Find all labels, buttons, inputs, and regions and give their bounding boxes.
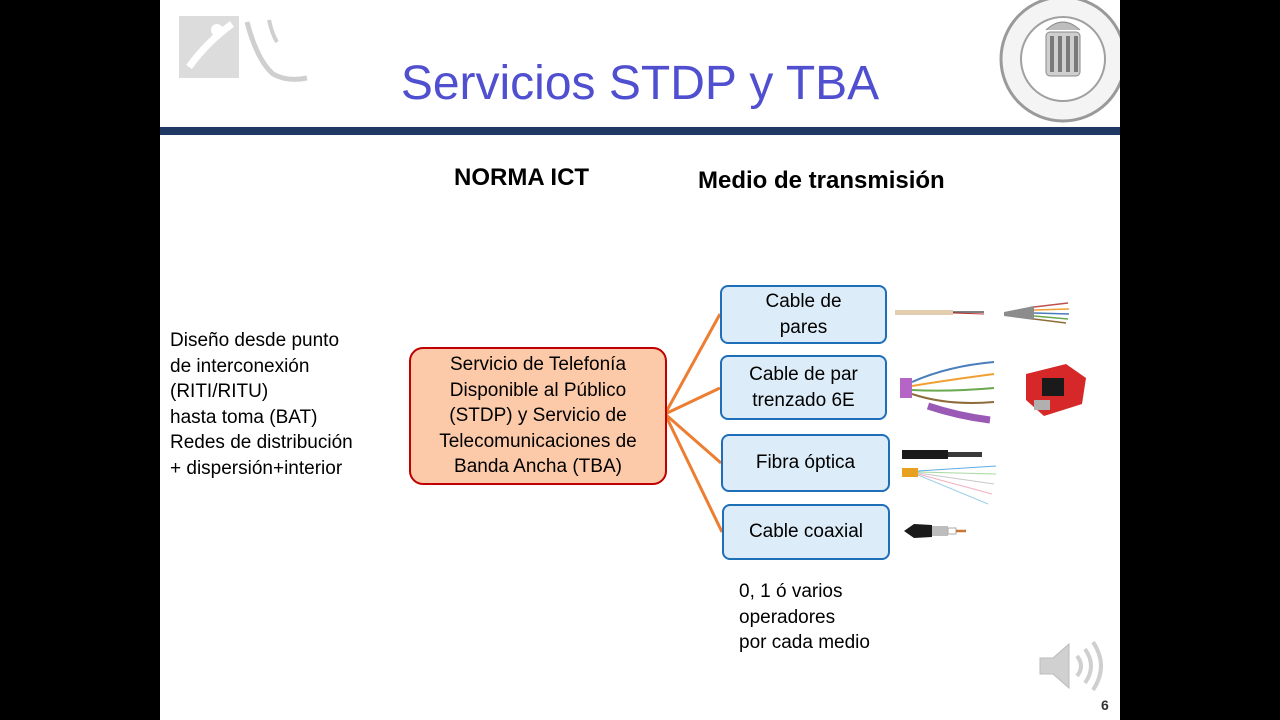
coaxial-cable-image [902, 520, 968, 542]
service-line: Servicio de Telefonía [439, 352, 637, 378]
central-service-box: Servicio de Telefonía Disponible al Públ… [409, 347, 667, 485]
medium-fibra-optica: Fibra óptica [721, 434, 890, 492]
operators-note: 0, 1 ó varios operadores por cada medio [739, 579, 870, 656]
service-line: (STDP) y Servicio de [439, 403, 637, 429]
medium-label: Cable de par [749, 362, 858, 388]
twisted-pair-cable-image [892, 298, 1074, 328]
service-line: Disponible al Público [439, 378, 637, 404]
note-line: 0, 1 ó varios [739, 579, 870, 605]
medium-cable-par-trenzado: Cable de par trenzado 6E [720, 355, 887, 420]
slide: Servicios STDP y TBA NORMA ICT Medio de … [160, 0, 1120, 720]
note-line: operadores [739, 605, 870, 631]
page-number: 6 [1101, 697, 1109, 713]
medium-label: Cable de [765, 289, 841, 315]
medium-cable-pares: Cable de pares [720, 285, 887, 344]
medium-label: pares [765, 315, 841, 341]
speaker-icon[interactable] [1035, 636, 1105, 696]
fiber-optic-cable-image [900, 444, 1000, 508]
note-line: por cada medio [739, 630, 870, 656]
service-line: Banda Ancha (TBA) [439, 454, 637, 480]
medium-cable-coaxial: Cable coaxial [722, 504, 890, 560]
medium-label: Fibra óptica [756, 450, 855, 476]
keystone-connector-image [1020, 360, 1092, 422]
cat6-cable-image [898, 352, 1000, 424]
service-line: Telecomunicaciones de [439, 429, 637, 455]
medium-label: trenzado 6E [749, 388, 858, 414]
medium-label: Cable coaxial [749, 519, 863, 545]
